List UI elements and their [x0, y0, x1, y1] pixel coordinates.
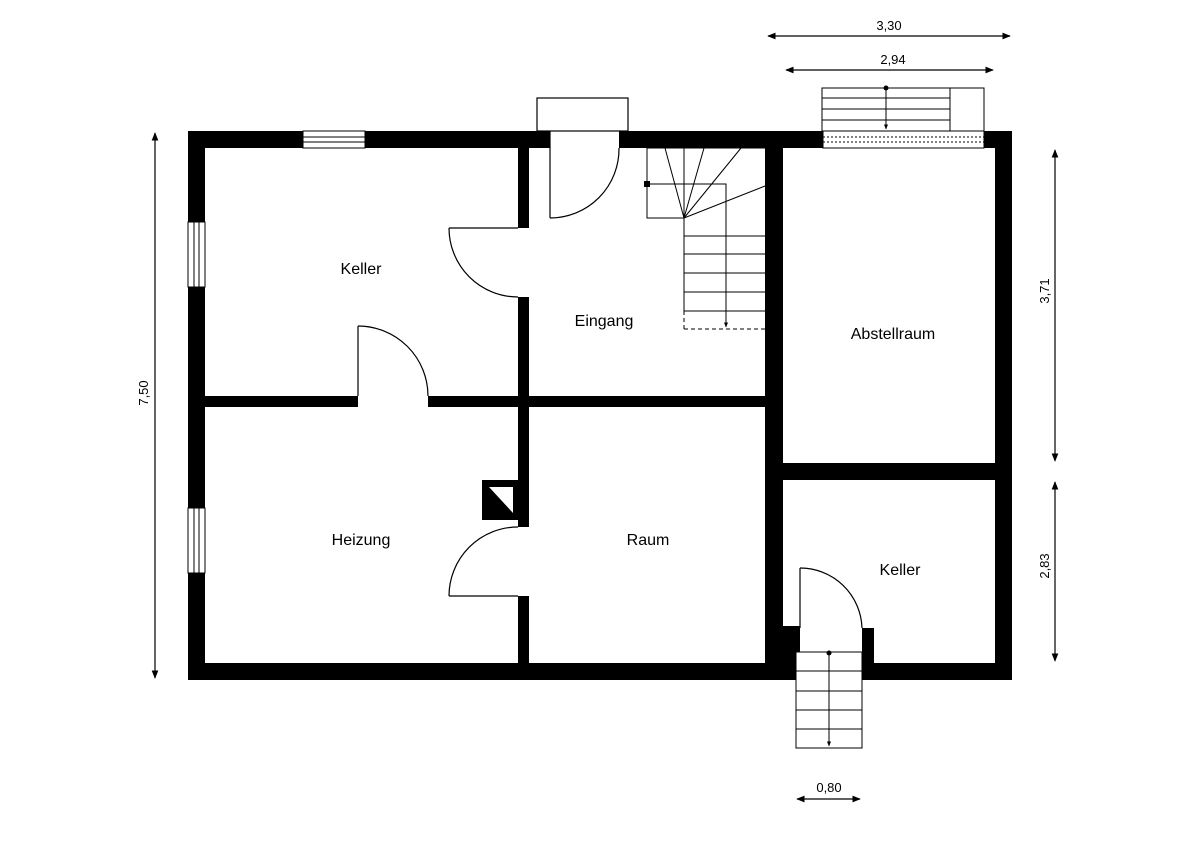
room-label-keller-bottom: Keller [880, 562, 922, 579]
dimension-lines [151, 32, 1059, 803]
staircase-main [644, 147, 766, 330]
room-label-raum: Raum [627, 532, 670, 549]
dim-label-top-outer: 3,30 [876, 18, 901, 33]
door-keller-heizung [357, 325, 429, 397]
interior-walls [205, 148, 995, 680]
dim-label-bottom: 0,80 [816, 780, 841, 795]
room-label-heizung: Heizung [332, 532, 391, 549]
staircase-bottom [795, 650, 863, 749]
window-top [302, 130, 366, 149]
staircase-top-right [821, 85, 985, 132]
room-label-keller-top: Keller [341, 261, 383, 278]
door-heizung-raum [448, 526, 519, 597]
dim-label-right-lower: 2,83 [1037, 553, 1052, 578]
dim-label-left: 7,50 [136, 380, 151, 405]
door-keller-bottom [799, 567, 863, 629]
window-left-lower [187, 507, 206, 574]
chimney [482, 480, 519, 520]
dim-label-top-inner: 2,94 [880, 52, 905, 67]
door-keller-eingang [448, 227, 519, 298]
room-label-eingang: Eingang [575, 313, 634, 330]
door-entrance [536, 97, 629, 219]
room-label-abstellraum: Abstellraum [851, 326, 935, 343]
doors [357, 97, 863, 629]
windows [187, 130, 985, 574]
window-top-right [822, 130, 985, 149]
credit-watermark: McGrundriss [1001, 601, 1008, 641]
dim-label-right-upper: 3,71 [1037, 278, 1052, 303]
window-left-upper [187, 221, 206, 288]
